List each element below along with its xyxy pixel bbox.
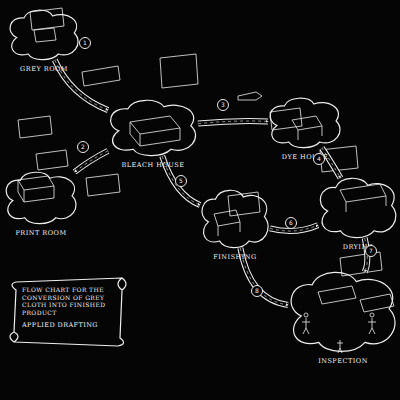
signboard <box>36 150 68 170</box>
machine <box>318 286 394 312</box>
machine <box>18 176 54 202</box>
department-cloud: GREY ROOM <box>8 10 80 60</box>
machine <box>214 210 240 236</box>
callout-number: 1 <box>79 37 91 49</box>
callout-number: 2 <box>77 141 89 153</box>
department-cloud: INSPECTION <box>288 272 398 352</box>
department-name: DYE HOUSE <box>268 154 342 161</box>
machine <box>130 116 180 146</box>
callout-number: 3 <box>217 99 229 111</box>
machine <box>292 116 322 140</box>
callout-number: 7 <box>365 245 377 257</box>
signboard <box>160 54 198 88</box>
callout-number: 8 <box>251 285 263 297</box>
flow-road <box>322 148 341 178</box>
callout-number: 4 <box>313 153 325 165</box>
machine <box>340 184 386 212</box>
signboard <box>18 116 52 138</box>
department-name: INSPECTION <box>288 358 398 365</box>
department-cloud: FINISHING <box>200 190 270 248</box>
department-name: PRINT ROOM <box>4 230 78 237</box>
callout-number: 5 <box>175 175 187 187</box>
signboard <box>82 66 120 86</box>
cloud-outline <box>108 100 198 156</box>
pointer-hand <box>238 92 262 100</box>
cloud-outline <box>8 10 80 60</box>
cloud-outline <box>318 178 398 238</box>
worker-figure <box>368 313 376 334</box>
scroll-subtitle: APPLIED DRAFTING <box>22 322 116 330</box>
flow-road <box>75 151 108 172</box>
callout-number: 6 <box>285 217 297 229</box>
worker-figure <box>302 313 310 334</box>
cloud-outline <box>288 272 398 352</box>
department-name: BLEACH HOUSE <box>108 162 198 169</box>
machine <box>34 28 56 42</box>
signboard <box>86 174 120 196</box>
department-name: DRYING <box>318 244 398 251</box>
department-name: FINISHING <box>200 254 270 261</box>
cloud-outline <box>4 172 78 224</box>
department-cloud: PRINT ROOM <box>4 172 78 224</box>
signboard <box>340 252 382 276</box>
flow-road <box>198 121 268 124</box>
department-cloud: DRYING <box>318 178 398 238</box>
cloud-outline <box>200 190 270 248</box>
department-cloud: DYE HOUSE <box>268 98 342 148</box>
scroll-heading: FLOW CHART FOR THE CONVERSION OF GREY CL… <box>22 286 116 316</box>
department-cloud: BLEACH HOUSE <box>108 100 198 156</box>
department-name: GREY ROOM <box>8 66 80 73</box>
cloud-outline <box>268 98 342 148</box>
title-scroll: FLOW CHART FOR THE CONVERSION OF GREY CL… <box>8 276 126 346</box>
